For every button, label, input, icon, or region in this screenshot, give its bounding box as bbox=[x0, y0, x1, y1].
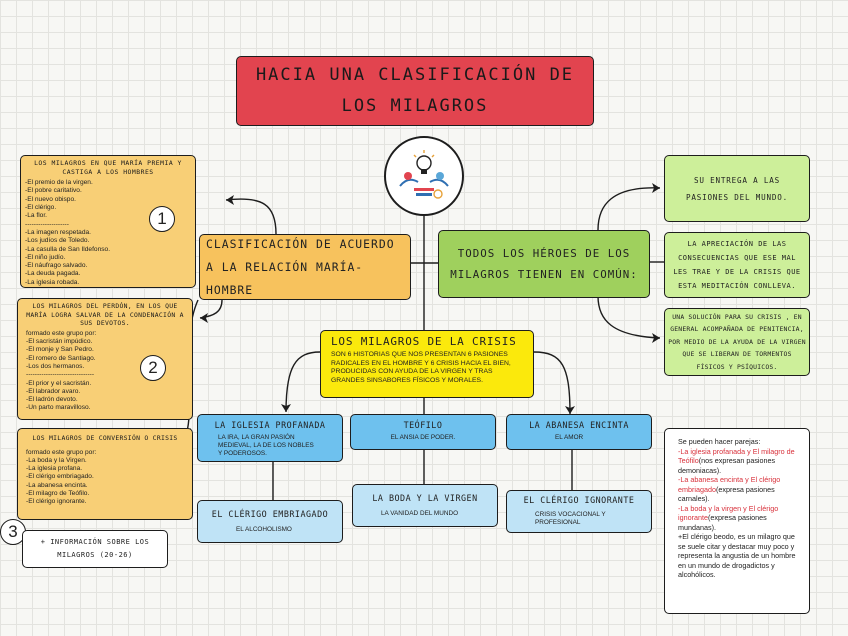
pareja-2-titles: -La abanesa encinta y El clérigo embriag… bbox=[678, 475, 781, 494]
milagro-teofilo: TEÓFILO EL ANSIA DE PODER. bbox=[350, 414, 496, 450]
list-item: -El sacristán impúdico. bbox=[26, 338, 93, 346]
conversion-list: -La boda y la Virgen. -La iglesia profan… bbox=[22, 457, 188, 507]
crisis-box: LOS MILAGROS DE LA CRISIS SON 6 HISTORIA… bbox=[320, 330, 534, 398]
conversion-intro: formado este grupo por: bbox=[26, 448, 97, 456]
milagro-desc: LA VANIDAD DEL MUNDO bbox=[381, 510, 459, 517]
pareja-1: -La iglesia profanada y El milagro de Te… bbox=[678, 447, 801, 476]
list-item: -El náufrago salvado. bbox=[25, 262, 88, 270]
milagro-clerigo-embriagado: EL CLÉRIGO EMBRIAGADO EL ALCOHOLISMO bbox=[197, 500, 343, 543]
list-item: -------------------- bbox=[25, 220, 69, 228]
pareja-3: -La boda y la virgen y El clérigo ignora… bbox=[678, 504, 801, 533]
perdon-box: LOS MILAGROS DEL PERDÓN, EN LOS QUE MARÍ… bbox=[17, 298, 193, 420]
milagro-boda-virgen: LA BODA Y LA VIRGEN LA VANIDAD DEL MUNDO bbox=[352, 484, 498, 527]
perdon-list: -El sacristán impúdico. -El monje y San … bbox=[22, 338, 188, 413]
list-item: -El labrador avaro. bbox=[26, 387, 81, 395]
premio-castigo-box: LOS MILAGROS EN QUE MARÍA PREMIA Y CASTI… bbox=[20, 155, 196, 288]
milagro-title: LA BODA Y LA VIRGEN bbox=[372, 493, 478, 503]
list-item: -El ladrón devoto. bbox=[26, 396, 78, 404]
comun-item-2: LA APRECIACIÓN DE LAS CONSECUENCIAS QUE … bbox=[664, 232, 810, 298]
milagro-desc: LA IRA, LA GRAN PASIÓN MEDIEVAL, LA DE L… bbox=[218, 434, 314, 457]
number-badge-1: 1 bbox=[149, 206, 175, 232]
list-item: -El niño judío. bbox=[25, 253, 66, 261]
list-item: -La imagen respetada. bbox=[25, 228, 91, 236]
list-item: -La iglesia profana. bbox=[26, 465, 83, 473]
comun-item-1: SU ENTREGA A LAS PASIONES DEL MUNDO. bbox=[664, 155, 810, 222]
list-item: -Los dos hermanos. bbox=[26, 362, 85, 370]
pareja-3-titles: -La boda y la virgen y El clérigo ignora… bbox=[678, 503, 779, 523]
milagro-abanesa-encinta: LA ABANESA ENCINTA EL AMOR bbox=[506, 414, 652, 450]
milagro-title: TEÓFILO bbox=[403, 420, 443, 430]
list-item: ------------------------------- bbox=[26, 371, 95, 379]
list-item: -El premio de la virgen. bbox=[25, 179, 93, 187]
pareja-1-titles: -La iglesia profanada y El milagro de Te… bbox=[678, 446, 795, 466]
conversion-box: LOS MILAGROS DE CONVERSIÓN O CRISIS form… bbox=[17, 428, 193, 520]
more-info-label: + INFORMACIÓN SOBRE LOS MILAGROS (20-26) bbox=[40, 538, 150, 559]
list-item: -El pobre caritativo. bbox=[25, 187, 82, 195]
perdon-heading: LOS MILAGROS DEL PERDÓN, EN LOS QUE MARÍ… bbox=[26, 302, 184, 328]
number-badge-3: 3 bbox=[0, 519, 26, 545]
parejas-box: Se pueden hacer parejas: -La iglesia pro… bbox=[664, 428, 810, 614]
page-title: HACIA UNA CLASIFICACIÓN DE LOS MILAGROS bbox=[255, 65, 575, 116]
milagro-title: EL CLÉRIGO IGNORANTE bbox=[523, 495, 635, 505]
milagro-clerigo-ignorante: EL CLÉRIGO IGNORANTE CRISIS VOCACIONAL Y… bbox=[506, 490, 652, 533]
milagro-iglesia-profanada: LA IGLESIA PROFANADA LA IRA, LA GRAN PAS… bbox=[197, 414, 343, 462]
comun-text-2: LA APRECIACIÓN DE LAS CONSECUENCIAS QUE … bbox=[673, 240, 801, 290]
list-item: -La deuda pagada. bbox=[25, 270, 81, 278]
premio-list: -El premio de la virgen. -El pobre carit… bbox=[25, 179, 191, 287]
milagro-desc: EL ANSIA DE PODER. bbox=[390, 434, 456, 441]
milagro-desc: CRISIS VOCACIONAL Y PROFESIONAL bbox=[535, 511, 606, 526]
common-heroes-box: TODOS LOS HÉROES DE LOS MILAGROS TIENEN … bbox=[438, 230, 650, 298]
list-item: -El romero de Santiago. bbox=[26, 354, 96, 362]
milagro-desc: EL AMOR bbox=[555, 434, 584, 441]
pareja-1-note: (nos expresan pasiones demoniacas). bbox=[678, 456, 776, 475]
more-info-link[interactable]: + INFORMACIÓN SOBRE LOS MILAGROS (20-26) bbox=[22, 530, 168, 568]
comun-item-3: UNA SOLUCIÓN PARA SU CRISIS , EN GENERAL… bbox=[664, 308, 810, 376]
pareja-2: -La abanesa encinta y El clérigo embriag… bbox=[678, 475, 801, 504]
conversion-heading: LOS MILAGROS DE CONVERSIÓN O CRISIS bbox=[32, 434, 178, 442]
crisis-body: SON 6 HISTORIAS QUE NOS PRESENTAN 6 PASI… bbox=[331, 351, 511, 384]
list-item: -La casulla de San Ildefonso. bbox=[25, 245, 111, 253]
milagro-title: EL CLÉRIGO EMBRIAGADO bbox=[211, 509, 329, 519]
comun-text-3: UNA SOLUCIÓN PARA SU CRISIS , EN GENERAL… bbox=[668, 312, 806, 371]
comun-text-1: SU ENTREGA A LAS PASIONES DEL MUNDO. bbox=[685, 175, 789, 202]
title-box: HACIA UNA CLASIFICACIÓN DE LOS MILAGROS bbox=[236, 56, 594, 126]
list-item: -El clérigo. bbox=[25, 204, 57, 212]
parejas-intro: Se pueden hacer parejas: bbox=[678, 437, 761, 446]
list-item: -Los judíos de Toledo. bbox=[25, 237, 90, 245]
parejas-note: +El clérigo beodo, es un milagro que se … bbox=[678, 532, 796, 579]
pareja-3-note: (expresa pasiones mundanas). bbox=[678, 513, 767, 532]
list-item: -La abanesa encinta. bbox=[26, 481, 88, 489]
list-item: -El clérigo ignorante. bbox=[26, 498, 87, 506]
milagro-title: LA ABANESA ENCINTA bbox=[529, 420, 629, 430]
lightbulb-logo-icon bbox=[384, 136, 464, 216]
list-item: -El nuevo obispo. bbox=[25, 195, 76, 203]
relation-classification-label: CLASIFICACIÓN DE ACUERDO A LA RELACIÓN M… bbox=[206, 236, 395, 297]
list-item: -El milagro de Teófilo. bbox=[26, 490, 90, 498]
perdon-intro: formado este grupo por: bbox=[26, 329, 97, 337]
list-item: -Un parto maravilloso. bbox=[26, 404, 91, 412]
list-item: -El monje y San Pedro. bbox=[26, 346, 94, 354]
milagro-desc: EL ALCOHOLISMO bbox=[236, 526, 292, 533]
pareja-2-note: (expresa pasiones carnales). bbox=[678, 484, 775, 504]
milagro-title: LA IGLESIA PROFANADA bbox=[214, 420, 326, 430]
common-heroes-label: TODOS LOS HÉROES DE LOS MILAGROS TIENEN … bbox=[450, 247, 638, 281]
number-badge-2: 2 bbox=[140, 355, 166, 381]
relation-classification-box: CLASIFICACIÓN DE ACUERDO A LA RELACIÓN M… bbox=[199, 234, 411, 300]
list-item: -La boda y la Virgen. bbox=[26, 456, 87, 464]
list-item: -El clérigo embriagado. bbox=[26, 473, 94, 481]
list-item: -La iglesia robada. bbox=[25, 278, 80, 286]
list-item: -El prior y el sacristán. bbox=[26, 379, 92, 387]
list-item: -La flor. bbox=[25, 212, 47, 220]
crisis-heading: LOS MILAGROS DE LA CRISIS bbox=[331, 335, 517, 348]
premio-heading: LOS MILAGROS EN QUE MARÍA PREMIA Y CASTI… bbox=[34, 159, 182, 176]
